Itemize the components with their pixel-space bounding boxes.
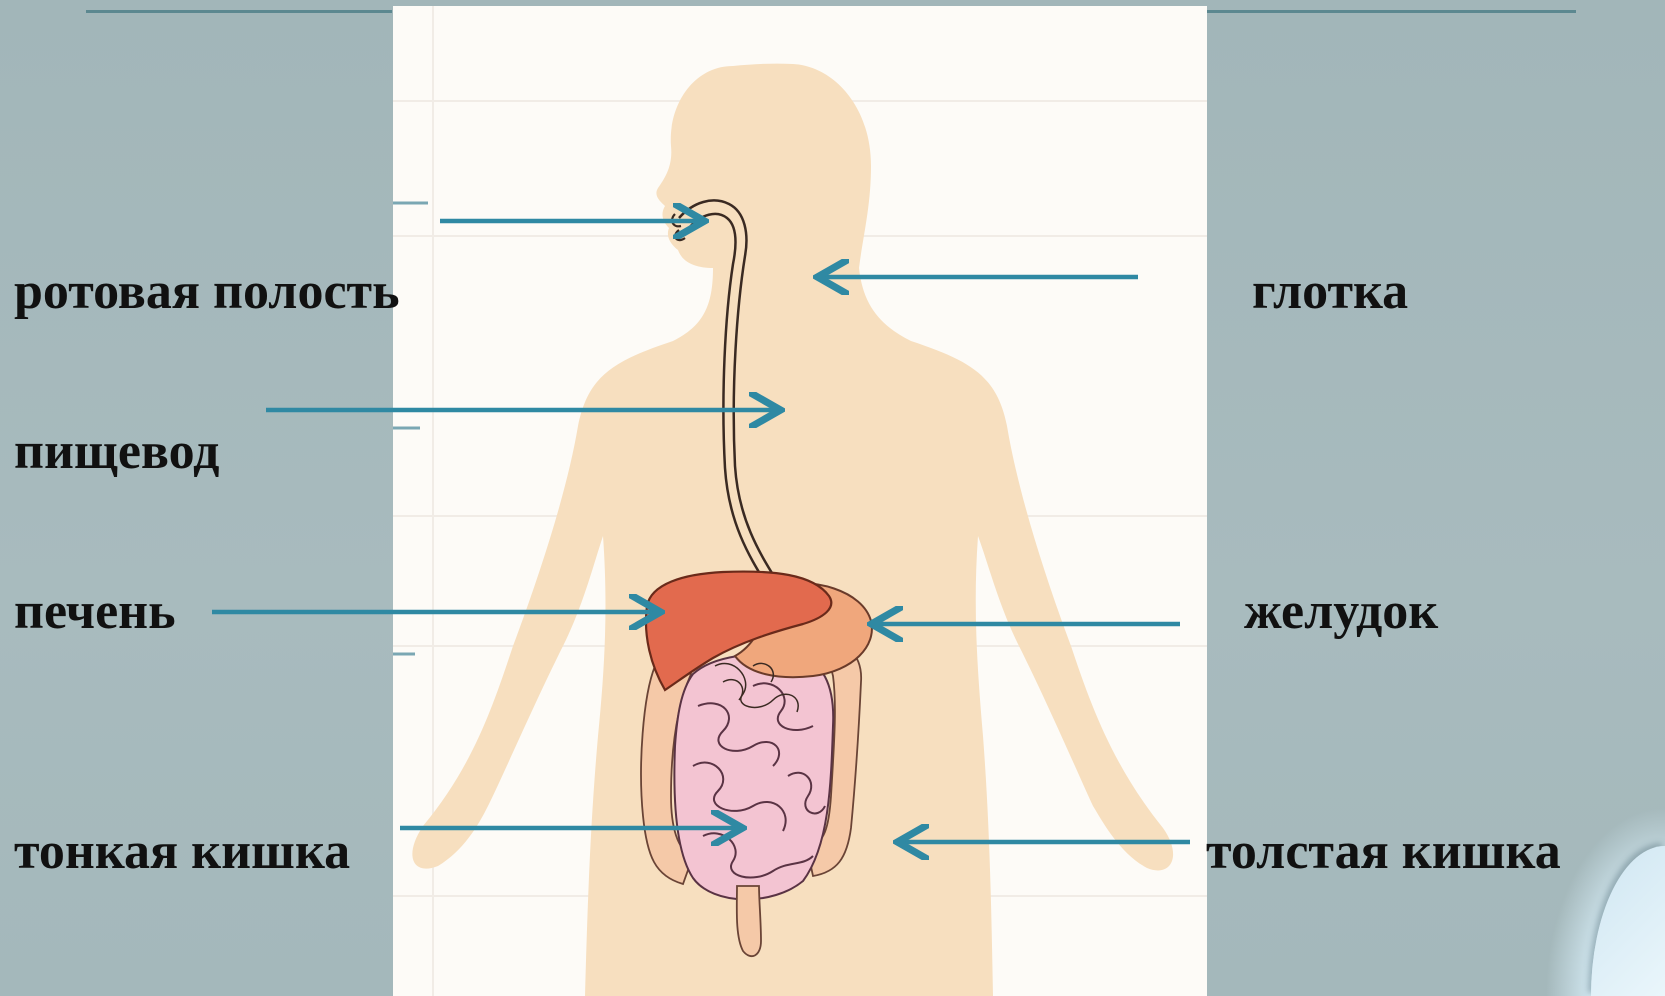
label-pharynx: глотка [1252,266,1408,318]
label-esophagus: пищевод [14,426,219,478]
label-stomach: желудок [1244,586,1438,638]
label-large-intestine: толстая кишка [1206,826,1561,878]
label-mouth: ротовая полость [14,266,400,318]
label-liver: печень [14,586,176,638]
label-small-intestine: тонкая кишка [14,826,350,878]
